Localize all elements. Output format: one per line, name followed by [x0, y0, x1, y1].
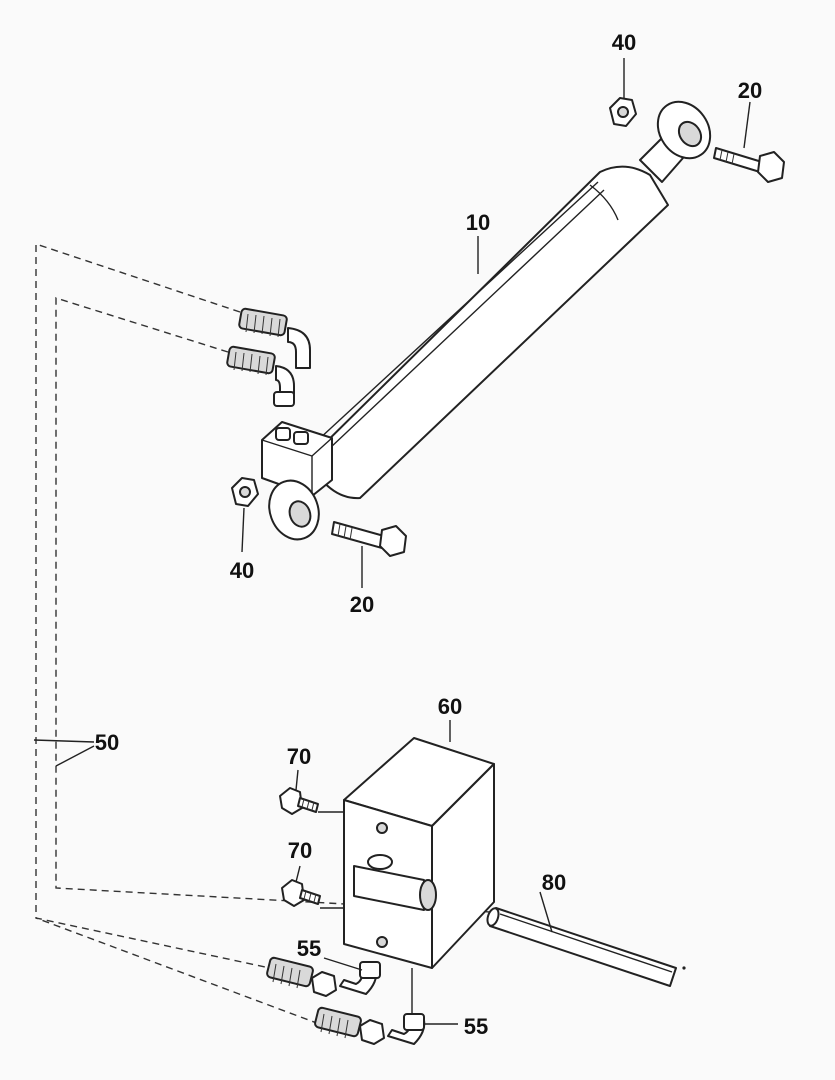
bolt-top — [713, 147, 785, 183]
callout-elbow-lower: 55 — [464, 1014, 488, 1039]
callout-labels: 40 20 10 40 20 50 60 70 70 55 55 80 — [95, 30, 762, 1039]
shaft-rod — [486, 907, 686, 987]
hose-fittings-lower — [266, 956, 426, 1045]
callout-bolt-bottom: 20 — [350, 592, 374, 617]
callout-nut-bottom: 40 — [230, 558, 254, 583]
nut-top — [609, 97, 637, 127]
leader-lines — [33, 58, 751, 1025]
hose-fittings-upper — [226, 307, 311, 407]
bolt-bottom — [331, 521, 407, 557]
screw-lower — [281, 879, 321, 907]
nut-bottom — [231, 477, 259, 507]
callout-block: 60 — [438, 694, 462, 719]
hydraulic-cylinder — [261, 100, 712, 541]
callout-nut-top: 40 — [612, 30, 636, 55]
hose-routing-dashed-lines — [35, 243, 491, 1029]
callout-elbow-upper: 55 — [297, 936, 321, 961]
callout-screw-upper: 70 — [287, 744, 311, 769]
mounting-block — [343, 737, 495, 969]
callout-bolt-top: 20 — [738, 78, 762, 103]
callout-cylinder: 10 — [466, 210, 490, 235]
callout-rod: 80 — [542, 870, 566, 895]
callout-hose: 50 — [95, 730, 119, 755]
screw-upper — [279, 787, 319, 815]
callout-screw-lower: 70 — [288, 838, 312, 863]
